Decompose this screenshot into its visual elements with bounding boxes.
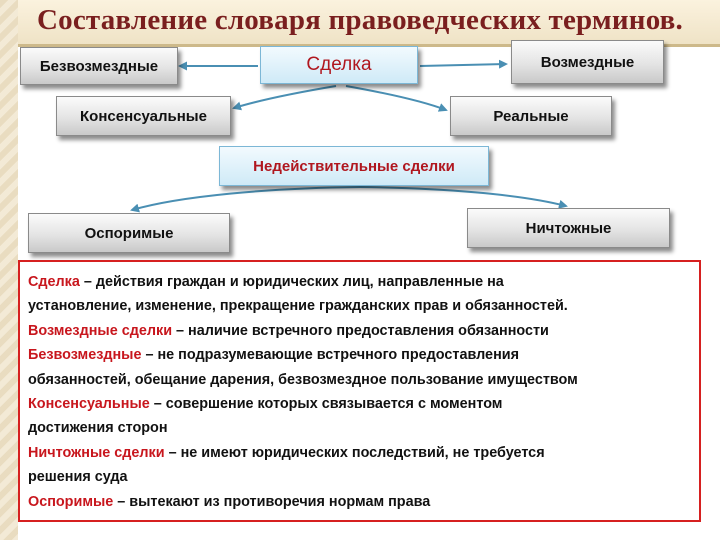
arrow-to-real: [345, 85, 448, 112]
definition-void-continuation: решения суда: [28, 469, 128, 486]
node-invalid-deals: Недействительные сделки: [219, 146, 489, 186]
definition-deal: Сделка – действия граждан и юридических …: [28, 270, 693, 294]
definition-text: – не имеют юридических последствий, не т…: [164, 444, 545, 461]
arrow-to-void: [359, 186, 568, 209]
definition-text: – не подразумевающие встречного предоста…: [141, 347, 519, 364]
definition-gratuitous: Безвозмездные – не подразумевающие встре…: [28, 343, 693, 367]
arrow-to-consensual: [232, 85, 337, 111]
definition-text: – действия граждан и юридических лиц, на…: [79, 274, 504, 290]
node-voidable: Оспоримые: [28, 213, 230, 253]
definition-term: Возмездные сделки: [28, 322, 173, 339]
node-onerous: Возмездные: [511, 40, 664, 84]
node-center-deal: Сделка: [260, 46, 418, 84]
definition-term: Безвозмездные: [28, 347, 142, 364]
definition-term: Сделка: [28, 274, 80, 290]
node-consensual: Консенсуальные: [56, 96, 231, 136]
definition-deal-continuation: установление, изменение, прекращение гра…: [28, 298, 568, 315]
arrow-to-voidable: [130, 186, 361, 213]
node-void: Ничтожные: [467, 208, 670, 248]
definition-consensual-continuation: достижения сторон: [28, 420, 168, 437]
definition-term: Ничтожные сделки: [28, 444, 165, 461]
title-divider: [18, 44, 720, 47]
definition-term: Консенсуальные: [28, 396, 150, 413]
arrow-to-onerous: [419, 59, 508, 69]
definition-text: – совершение которых связывается с момен…: [149, 396, 503, 413]
definition-voidable: Оспоримые – вытекают из противоречия нор…: [28, 490, 693, 514]
node-real: Реальные: [450, 96, 612, 136]
definition-text: – вытекают из противоречия нормам права: [113, 493, 431, 510]
node-gratuitous: Безвозмездные: [20, 47, 178, 85]
definition-onerous: Возмездные сделки – наличие встречного п…: [28, 319, 693, 343]
definitions-panel: Сделка – действия граждан и юридических …: [18, 260, 701, 522]
definition-gratuitous-continuation: обязанностей, обещание дарения, безвозме…: [28, 371, 578, 388]
definition-text: – наличие встречного предоставления обяз…: [172, 322, 549, 339]
definition-consensual: Консенсуальные – совершение которых связ…: [28, 392, 693, 416]
title-bar: [18, 0, 720, 44]
decorative-left-strip: [0, 0, 18, 540]
definition-void: Ничтожные сделки – не имеют юридических …: [28, 441, 693, 465]
definition-term: Оспоримые: [28, 493, 114, 510]
page-title: Составление словаря правоведческих терми…: [36, 4, 683, 36]
diagram-arrows: [130, 59, 568, 213]
